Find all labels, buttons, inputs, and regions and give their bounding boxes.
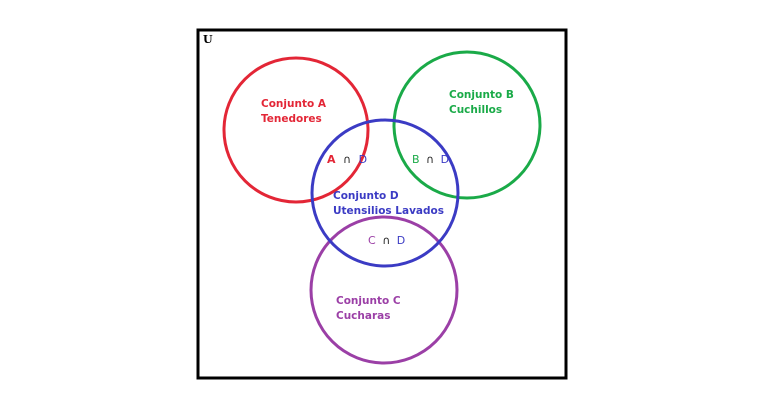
intersection-a-d-op: ∩ xyxy=(343,153,351,166)
set-d-title: Conjunto D xyxy=(333,190,399,202)
set-b-title: Conjunto B xyxy=(449,89,514,101)
set-a-subtitle: Tenedores xyxy=(261,113,322,125)
intersection-c-d-label: C ∩ D xyxy=(368,234,405,247)
intersection-b-d-op: ∩ xyxy=(426,153,434,166)
intersection-a-d-right: D xyxy=(359,153,367,166)
intersection-b-d-right: D xyxy=(441,153,449,166)
set-c-subtitle: Cucharas xyxy=(336,310,390,322)
set-b-subtitle: Cuchillos xyxy=(449,104,502,116)
set-d-circle xyxy=(310,118,460,268)
intersection-b-d-label: B ∩ D xyxy=(412,153,449,166)
universe-box xyxy=(196,28,568,380)
universe-label: U xyxy=(203,33,213,46)
set-c-title: Conjunto C xyxy=(336,295,401,307)
intersection-c-d-left: C xyxy=(368,234,376,247)
set-b-circle xyxy=(392,50,542,200)
intersection-c-d-op: ∩ xyxy=(382,234,390,247)
intersection-a-d-left: A xyxy=(327,153,336,166)
intersection-b-d-left: B xyxy=(412,153,420,166)
intersection-c-d-right: D xyxy=(397,234,405,247)
set-a-title: Conjunto A xyxy=(261,98,327,110)
intersection-a-d-label: A ∩ D xyxy=(327,153,367,166)
set-a-circle xyxy=(222,56,370,204)
set-c-circle xyxy=(309,215,459,365)
set-d-subtitle: Utensilios Lavados xyxy=(333,205,444,217)
